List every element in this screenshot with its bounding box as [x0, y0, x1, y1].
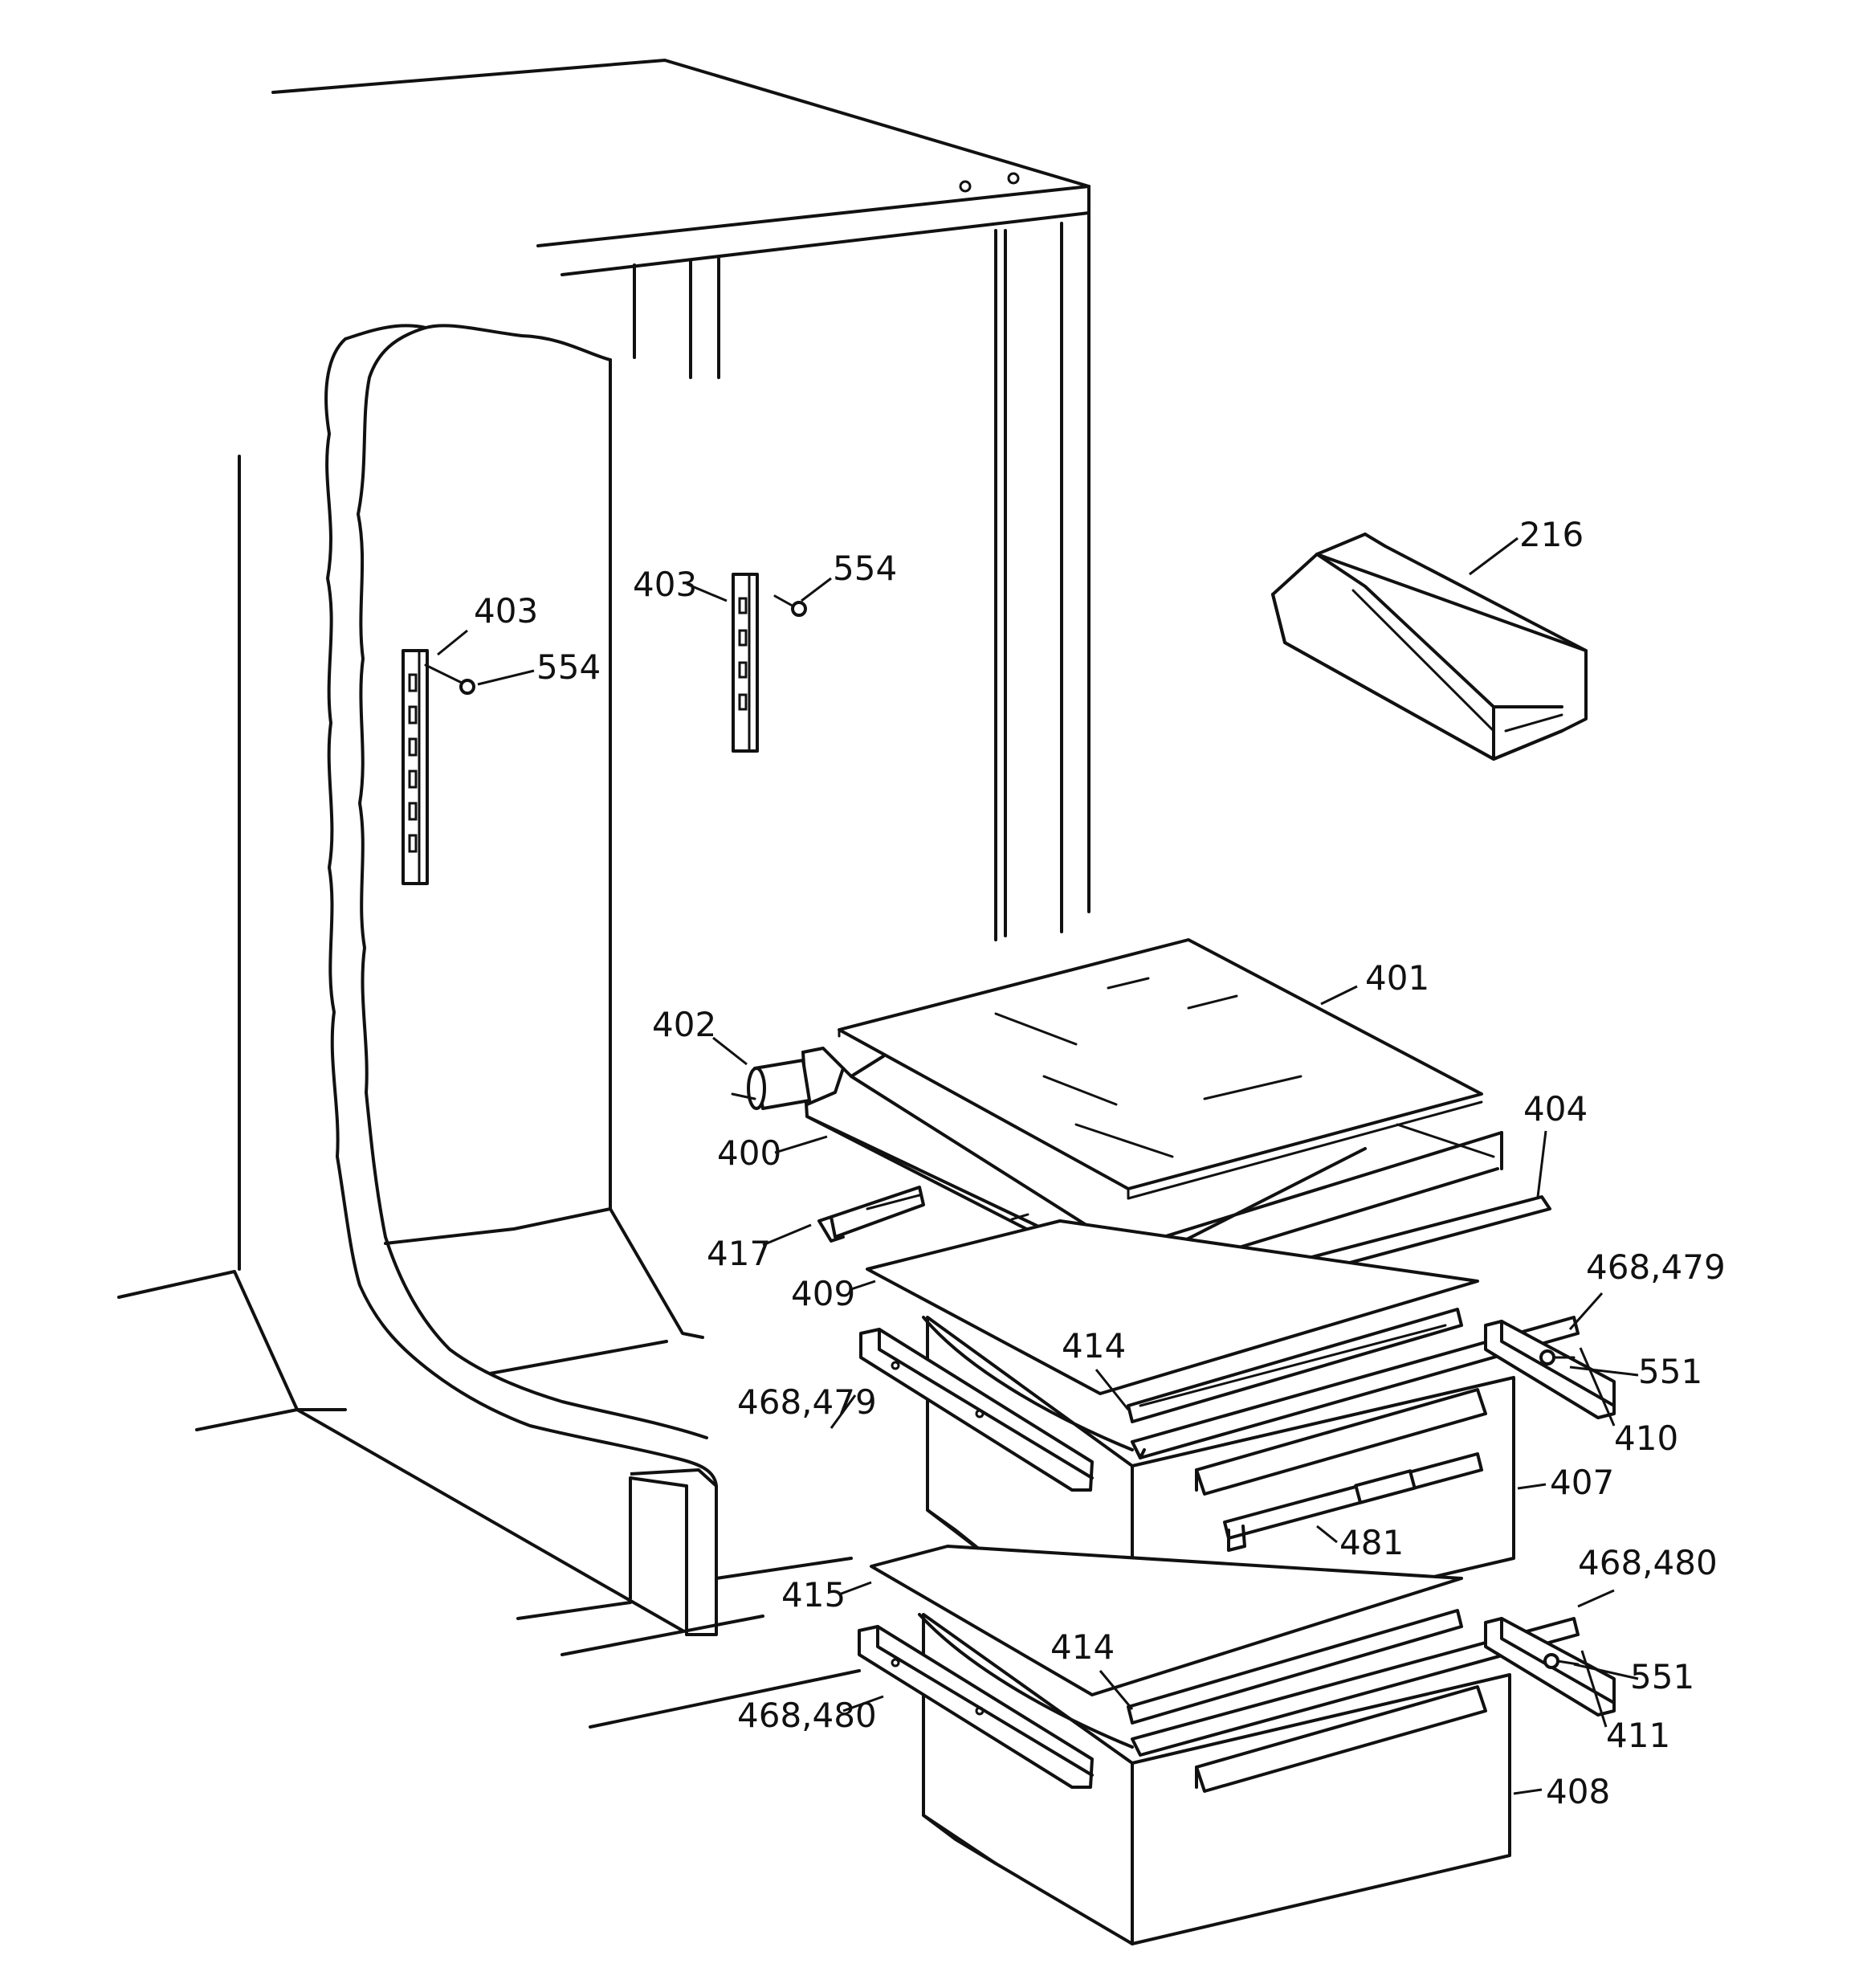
- callout-415: 415: [781, 1575, 846, 1614]
- callout-468-479-right: 468,479: [1586, 1247, 1726, 1287]
- callout-481: 481: [1339, 1523, 1404, 1562]
- storage-bin-216: [1271, 533, 1588, 761]
- callout-403-right: 403: [633, 565, 697, 604]
- drawer-slide-upper-right: [1484, 1320, 1616, 1419]
- callout-408: 408: [1546, 1772, 1610, 1811]
- leader-lines: [437, 537, 1639, 1795]
- drawer-divider-481: [1223, 1452, 1483, 1552]
- drawer-slide-lower-left: [858, 1625, 1094, 1789]
- screw-554-left: [424, 663, 475, 695]
- crisper-cover-glass-415: [870, 1545, 1463, 1696]
- callout-400: 400: [717, 1133, 781, 1173]
- callout-216: 216: [1519, 515, 1584, 554]
- refrigerator-cabinet: [117, 59, 1090, 1729]
- callout-404: 404: [1523, 1089, 1588, 1129]
- callout-labels: 216 403 554 403 554 402 401 400 404 417 …: [474, 515, 1726, 1811]
- callout-468-480-right: 468,480: [1578, 1543, 1718, 1582]
- rail-417: [817, 1186, 925, 1243]
- callout-551-upper: 551: [1638, 1352, 1702, 1391]
- callout-407: 407: [1550, 1463, 1614, 1502]
- callout-417: 417: [707, 1234, 771, 1273]
- callout-401: 401: [1365, 958, 1429, 998]
- callout-551-lower: 551: [1630, 1657, 1694, 1696]
- drawer-front-410: [1131, 1316, 1580, 1459]
- drawer-slide-upper-left: [859, 1328, 1094, 1492]
- screw-554-right: [773, 594, 807, 617]
- shelf-bracket-402: [731, 1059, 811, 1110]
- callout-414-upper: 414: [1062, 1326, 1126, 1365]
- drawer-front-411: [1131, 1617, 1580, 1757]
- drawer-rail-414-upper: [1127, 1308, 1463, 1423]
- callout-554-left: 554: [536, 647, 601, 687]
- drawer-handle-lower: [1195, 1685, 1487, 1793]
- callout-410: 410: [1614, 1419, 1678, 1458]
- shelf-support-left: [402, 649, 429, 885]
- shelf-support-right: [732, 573, 759, 753]
- callout-409: 409: [791, 1274, 855, 1313]
- callout-402: 402: [652, 1005, 716, 1044]
- callout-554-right: 554: [833, 549, 897, 588]
- callout-468-479-left: 468,479: [737, 1382, 877, 1422]
- drawer-rail-414-lower: [1127, 1609, 1463, 1725]
- drawer-handle-upper: [1195, 1388, 1487, 1496]
- callout-468-480-left: 468,480: [737, 1696, 877, 1735]
- glass-shelf-401: [838, 938, 1483, 1200]
- screw-551-upper: [1539, 1349, 1576, 1365]
- callout-414-lower: 414: [1050, 1627, 1115, 1667]
- callout-411: 411: [1606, 1716, 1670, 1755]
- crisper-cover-glass-409: [866, 1213, 1479, 1395]
- callout-403-left: 403: [474, 591, 538, 631]
